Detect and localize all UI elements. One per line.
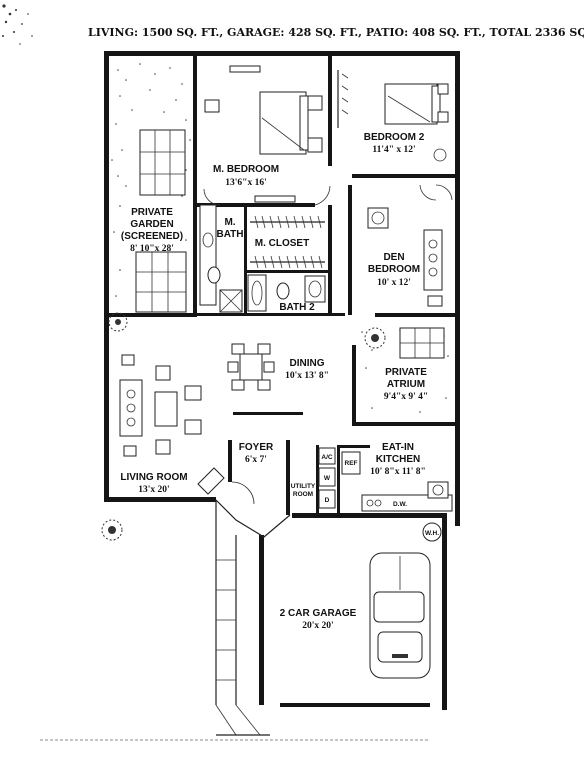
svg-text:10' 8"x 11' 8": 10' 8"x 11' 8" [370,467,426,477]
svg-text:BATH: BATH [216,229,243,240]
garden-tree-icon [108,312,128,332]
svg-text:(SCREENED): (SCREENED) [121,231,183,242]
svg-text:M. BEDROOM: M. BEDROOM [213,164,279,175]
garden-stipple [111,63,191,297]
master-bath-fixtures [199,204,243,313]
svg-text:8' 10"x 28': 8' 10"x 28' [130,244,174,254]
svg-text:KITCHEN: KITCHEN [376,454,420,465]
master-bath-label: M. BATH [216,217,243,240]
water-heater-label: W.H. [425,530,439,537]
svg-text:LIVING ROOM: LIVING ROOM [120,472,187,483]
utility-label: UTILITY ROOM [291,483,316,498]
svg-text:2 CAR GARAGE: 2 CAR GARAGE [280,608,357,619]
dishwasher-label: D.W. [393,501,407,508]
living-room-furniture [119,354,225,495]
laundry-appliances [318,447,336,509]
square-footage-summary: LIVING: 1500 SQ. FT., GARAGE: 428 SQ. FT… [88,26,584,39]
svg-text:EAT-IN: EAT-IN [382,442,414,453]
garden-label: PRIVATE GARDEN (SCREENED) 8' 10"x 28' [121,207,183,254]
master-doors [203,185,331,206]
kitchen-fixtures [341,451,453,512]
svg-text:BEDROOM 2: BEDROOM 2 [364,132,425,143]
atrium-label: PRIVATE ATRIUM 9'4"x 9' 4" [384,367,428,402]
washer-label: W [324,475,331,482]
svg-text:FOYER: FOYER [239,442,274,453]
master-closet-label: M. CLOSET [255,238,309,249]
svg-text:13'x 20': 13'x 20' [138,485,169,495]
svg-text:DINING: DINING [290,358,325,369]
svg-text:DEN: DEN [383,252,404,263]
foyer-label: FOYER 6'x 7' [239,442,274,465]
refrigerator-label: REF [345,460,358,467]
svg-text:20'x 20': 20'x 20' [302,621,333,631]
master-closet-hangers [250,215,325,269]
svg-text:BEDROOM: BEDROOM [368,264,420,275]
bedroom2-label: BEDROOM 2 11'4" x 12' [364,132,425,155]
svg-text:9'4"x 9' 4": 9'4"x 9' 4" [384,392,428,402]
svg-text:6'x 7': 6'x 7' [245,455,267,465]
living-room-label: LIVING ROOM 13'x 20' [120,472,187,495]
svg-text:GARDEN: GARDEN [130,219,173,230]
den-label: DEN BEDROOM 10' x 12' [368,252,420,288]
exterior-walls [104,51,460,710]
garage-label: 2 CAR GARAGE 20'x 20' [280,608,357,631]
master-bed [204,65,323,203]
svg-text:PRIVATE: PRIVATE [131,207,173,218]
svg-text:10'x 13' 8": 10'x 13' 8" [285,371,329,381]
svg-text:M.: M. [224,217,235,228]
master-bedroom-label: M. BEDROOM 13'6"x 16' [213,164,279,188]
svg-text:PRIVATE: PRIVATE [385,367,427,378]
entry-shrub-icon [101,519,123,541]
scan-corner-shadow [2,4,33,45]
svg-text:ROOM: ROOM [293,491,313,498]
dining-table [227,343,275,391]
svg-text:ATRIUM: ATRIUM [387,379,425,390]
svg-text:11'4" x 12': 11'4" x 12' [372,145,415,155]
water-heater [422,522,442,542]
dryer-label: D [325,497,330,504]
kitchen-label: EAT-IN KITCHEN 10' 8"x 11' 8" [370,442,426,477]
den-furniture [367,184,453,307]
atrium-grid [399,327,445,359]
svg-text:10' x 12': 10' x 12' [377,278,411,288]
bath2-fixtures [247,274,326,312]
ac-label: A/C [321,454,333,461]
svg-text:13'6"x 16': 13'6"x 16' [225,178,266,188]
atrium-plant-icon [364,327,386,349]
entry-walls [215,499,291,705]
front-door-swing [231,481,255,505]
svg-text:UTILITY: UTILITY [291,483,316,490]
garage-door [280,703,430,707]
garden-lounge-chairs [135,129,187,313]
dining-label: DINING 10'x 13' 8" [285,358,329,381]
walkway-pavers [215,559,270,736]
bath2-label: BATH 2 [279,302,315,313]
interior-walls [104,56,458,515]
bedroom2-furniture [337,70,449,162]
car-icon [369,552,431,679]
